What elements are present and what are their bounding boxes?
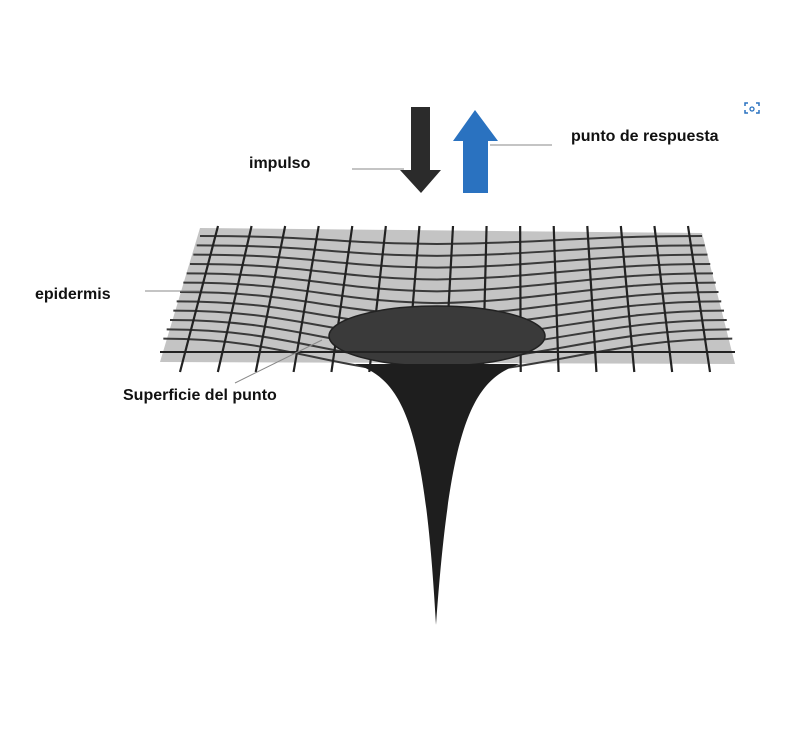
grid-line — [178, 225, 220, 373]
impulse-label: impulso — [249, 155, 311, 172]
point-surface — [328, 305, 546, 367]
grid-line — [183, 281, 716, 305]
grid-line — [686, 225, 712, 373]
grid-line — [653, 225, 674, 373]
response-label: punto de respuesta — [571, 128, 719, 145]
epidermis-label: epidermis — [35, 286, 111, 303]
grid-line — [193, 253, 708, 269]
grid-line — [330, 225, 354, 373]
grid-line — [199, 235, 703, 246]
grid-line — [619, 225, 636, 373]
grid-line — [292, 225, 320, 373]
grid-line — [186, 272, 714, 293]
epidermis-plane — [160, 228, 735, 364]
surface-leader-line — [234, 339, 323, 384]
grid-vertical-lines — [178, 225, 712, 373]
grid-line — [216, 225, 253, 373]
grid-line — [196, 244, 705, 257]
impulse-arrow-down — [400, 107, 441, 193]
funnel — [355, 364, 520, 625]
grid-line — [586, 225, 598, 373]
grid-line — [552, 225, 560, 373]
surface-label: Superficie del punto — [123, 387, 277, 404]
response-arrow-up — [453, 110, 498, 193]
visual-search-icon[interactable] — [744, 101, 760, 115]
grid-line — [254, 225, 287, 373]
grid-line — [189, 263, 711, 281]
